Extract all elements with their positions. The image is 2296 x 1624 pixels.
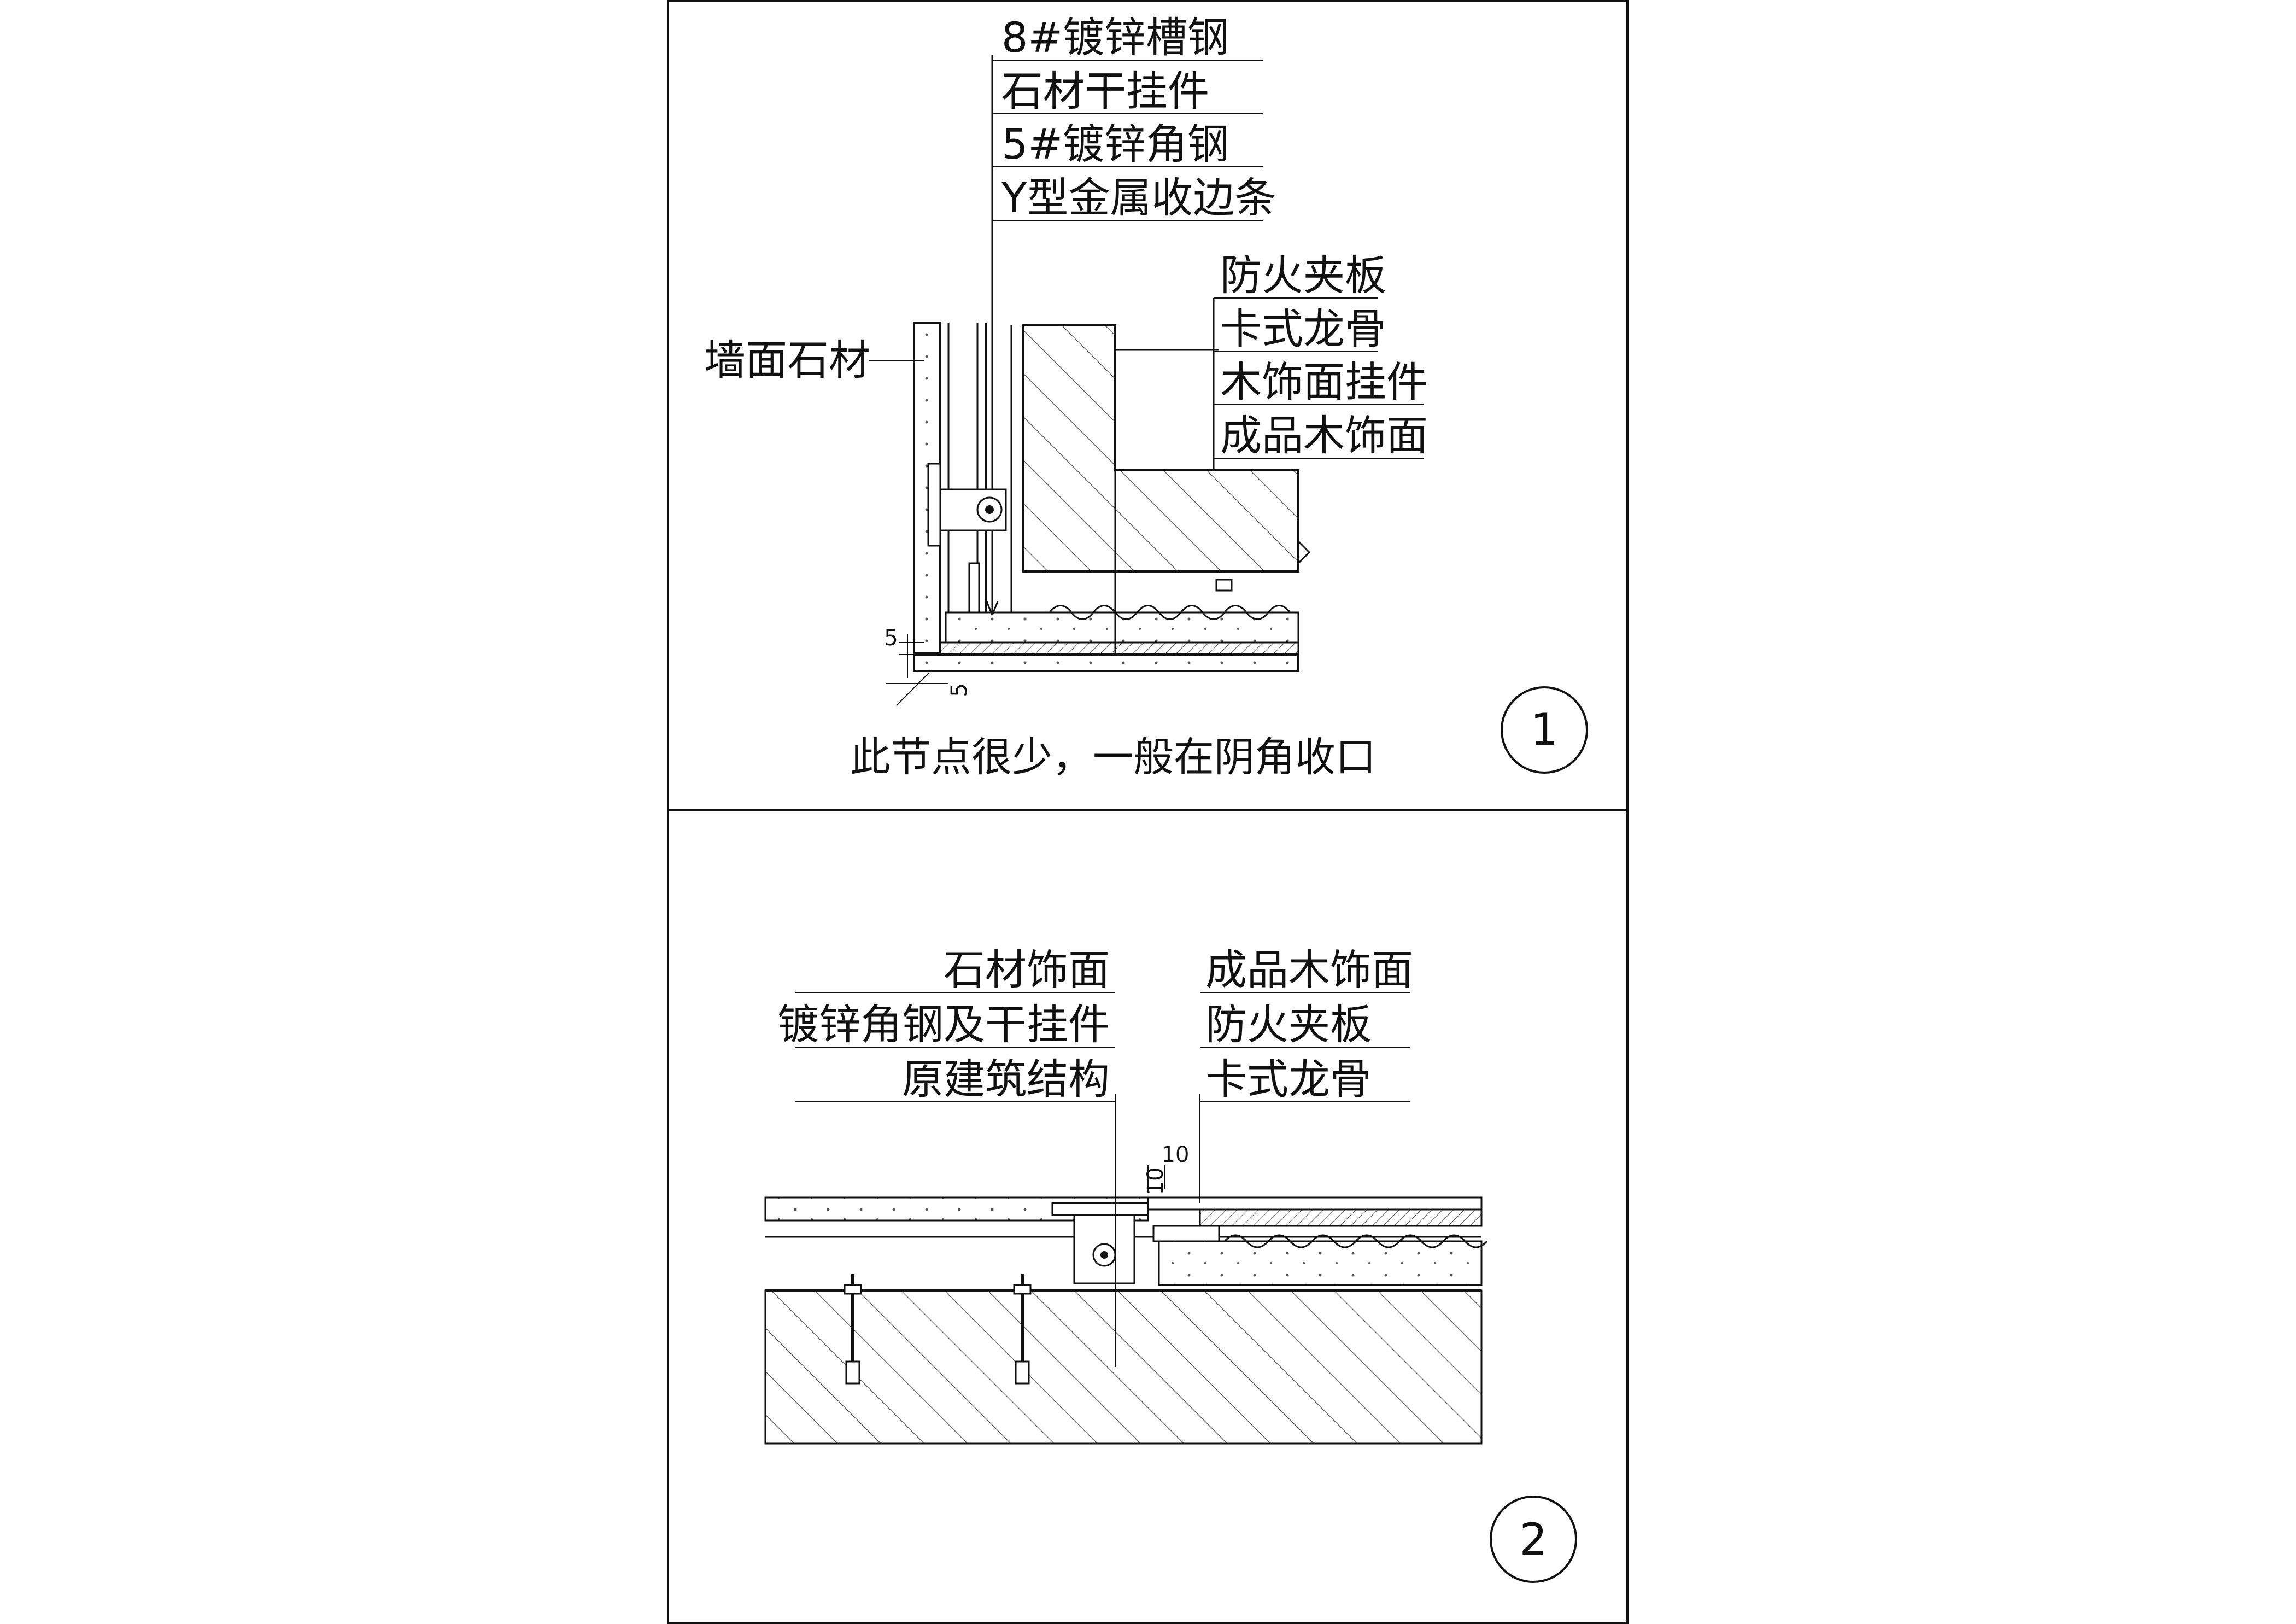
- label-finished-wood: 成品木饰面: [1220, 411, 1428, 460]
- detail-1-leaders: [869, 60, 1424, 470]
- dim-1-vertical: 5: [884, 626, 898, 651]
- label-channel-steel: 8#镀锌槽钢: [1001, 13, 1229, 62]
- detail-1-note: 此节点很少，一般在阴角收口: [850, 734, 1376, 781]
- label-c-keel: 卡式龙骨: [1220, 305, 1386, 353]
- detail-2-number: 2: [1520, 1514, 1548, 1565]
- label-fire-plywood: 防火夹板: [1220, 251, 1386, 300]
- dry-hang-bracket: [927, 463, 941, 547]
- label-angle-steel: 5#镀锌角钢: [1001, 120, 1229, 168]
- original-structure: [764, 1289, 1483, 1445]
- label-stone-facing: 石材饰面: [944, 945, 1110, 994]
- structure-block: [1022, 324, 1299, 573]
- detail-2-leaders: [795, 992, 1410, 1102]
- label-angle-and-hanger: 镀锌角钢及干挂件: [777, 1000, 1110, 1049]
- label-stone-dry-hang: 石材干挂件: [1001, 67, 1209, 115]
- fire-plywood: [945, 611, 1299, 644]
- label-original-structure: 原建筑结构: [902, 1055, 1110, 1103]
- detail-2-frame: [667, 809, 1629, 1624]
- anchor-bolt-1: [844, 1274, 862, 1385]
- detail-2-marker: [1490, 1496, 1577, 1583]
- dim-1-horizontal: 5: [947, 683, 972, 697]
- label-c-keel-2: 卡式龙骨: [1205, 1055, 1372, 1103]
- dim-2-height: 10: [1143, 1167, 1168, 1195]
- finished-wood: [939, 641, 1299, 656]
- label-wood-hanger: 木饰面挂件: [1220, 358, 1428, 406]
- finished-wood-2: [1199, 1208, 1483, 1227]
- label-y-trim: Y型金属收边条: [1001, 173, 1276, 222]
- c-type-keel: [1049, 605, 1291, 620]
- detail-1-number: 1: [1531, 704, 1559, 755]
- label-finished-wood-2: 成品木饰面: [1205, 945, 1413, 994]
- detail-1-marker: [1501, 686, 1588, 774]
- anchor-bolt-2: [1013, 1274, 1032, 1385]
- detail-1-drawing: 5 5: [884, 55, 1311, 706]
- label-fire-plywood-2: 防火夹板: [1205, 1000, 1372, 1049]
- label-wall-stone: 墙面石材: [704, 336, 870, 384]
- dim-2-gap: 10: [1162, 1142, 1190, 1167]
- detail-2-drawing: 10 10: [764, 1094, 1488, 1445]
